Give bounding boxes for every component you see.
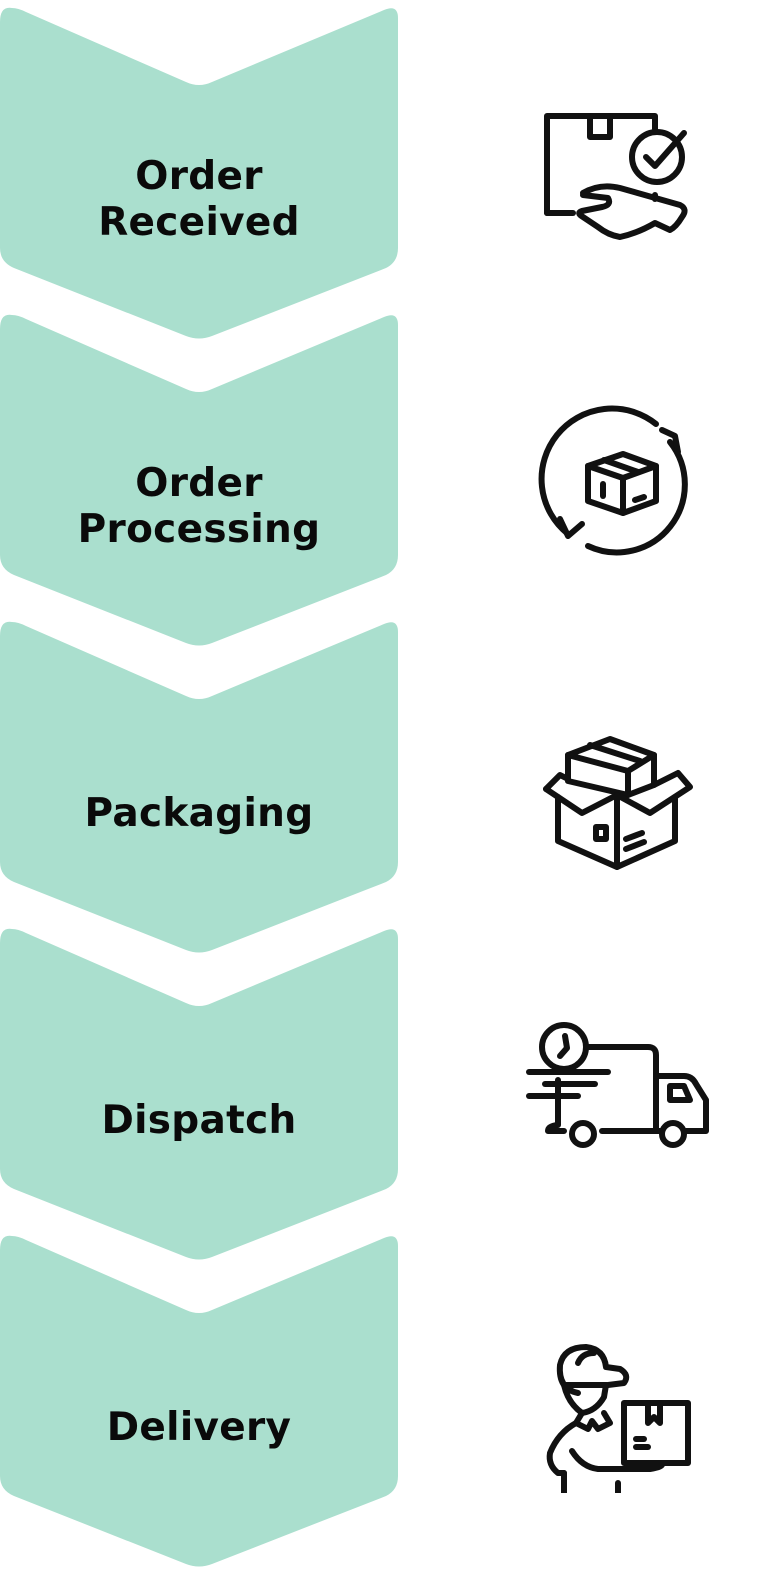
step-packaging: Packaging — [0, 614, 768, 954]
open-box-with-parcel-icon — [520, 709, 710, 879]
box-refresh-cycle-icon — [520, 402, 710, 572]
chevron-shape — [0, 621, 398, 953]
step-label: Delivery — [106, 1405, 292, 1450]
chevron-shape — [0, 7, 398, 339]
delivery-truck-clock-icon — [520, 1016, 710, 1186]
label-line: Order — [135, 154, 263, 199]
label-line: Processing — [77, 507, 321, 552]
chevron-shape — [0, 928, 398, 1260]
chevron-shape — [0, 314, 398, 646]
step-dispatch: Dispatch — [0, 921, 768, 1261]
label-line: Order — [135, 461, 263, 506]
step-label: Packaging — [84, 791, 314, 836]
step-label: Dispatch — [101, 1098, 297, 1143]
chevron-shape — [0, 1235, 398, 1567]
label-line: Received — [98, 200, 300, 245]
box-in-hand-check-icon — [520, 95, 710, 265]
courier-with-box-icon — [520, 1323, 710, 1498]
step-delivery: Delivery — [0, 1228, 768, 1568]
